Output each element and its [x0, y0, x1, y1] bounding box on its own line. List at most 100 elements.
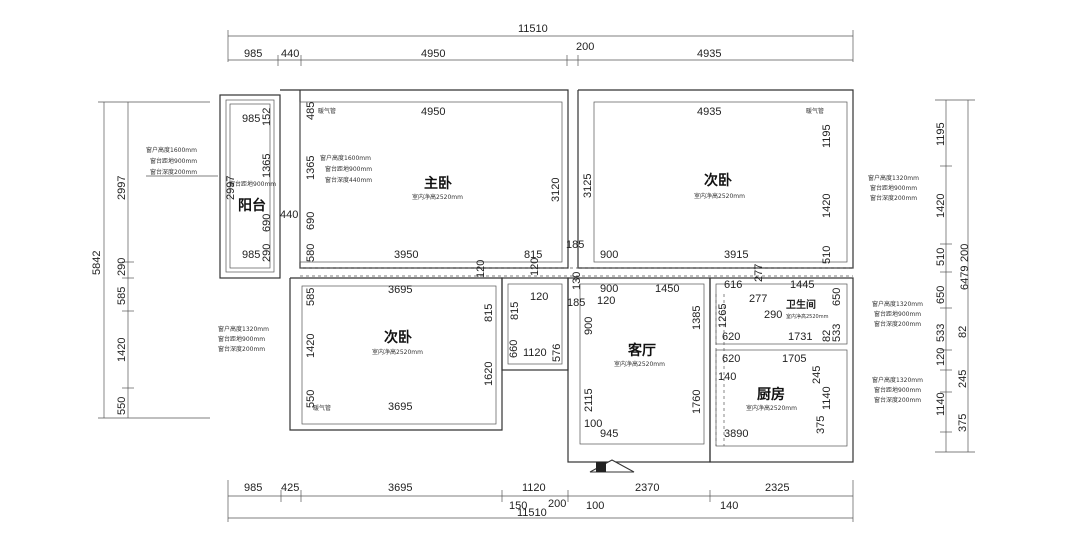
- bed3-left-b: 1420: [305, 334, 317, 358]
- master-top-dim: 4950: [421, 106, 445, 118]
- balcony-a: 152: [261, 108, 273, 126]
- left-dim-585: 585: [116, 287, 128, 305]
- balcony-note-2: 窗台距地900mm: [150, 157, 197, 165]
- bottom-dim-985: 985: [244, 482, 262, 494]
- kitchen-140: 140: [718, 371, 736, 383]
- kitchen-note-2: 窗台距地900mm: [874, 386, 921, 394]
- kitchen-1140: 1140: [821, 386, 833, 410]
- bed2-left-dim: 3125: [582, 174, 594, 198]
- top-dim-440: 440: [281, 48, 299, 60]
- master-bottom-dim: 3950: [394, 249, 418, 261]
- room-bathroom: 卫生间: [786, 298, 816, 311]
- bed3-note-3: 窗台深度200mm: [218, 345, 265, 353]
- bottom-dim-425: 425: [281, 482, 299, 494]
- bed2-right-a: 1195: [821, 124, 833, 148]
- balcony-side-dim: 2997: [225, 176, 237, 200]
- right-overall-dim: 6479: [959, 266, 971, 290]
- bath-82: 82: [821, 330, 833, 342]
- heating-pipe-1: 暖气管: [318, 107, 336, 115]
- hall-1120: 1120: [523, 347, 547, 359]
- bottom-dim-3695: 3695: [388, 482, 412, 494]
- bottom-dim-200: 200: [548, 498, 566, 510]
- top-dimensions: 11510 200 985 440 4950 4935: [227, 23, 854, 66]
- bath-650: 650: [831, 288, 843, 306]
- room-second-bedroom-right: 次卧: [704, 172, 732, 189]
- interior-dimensions: 4950 3950 3120 485 1365 690 580 985 985 …: [225, 102, 843, 440]
- kitchen-1705: 1705: [782, 353, 806, 365]
- hall-185b: 185: [567, 297, 585, 309]
- hall-185a: 185: [566, 239, 584, 251]
- right-dim-120: 120: [935, 348, 947, 366]
- master-left-d: 580: [305, 244, 317, 262]
- room-kitchen: 厨房: [757, 386, 785, 403]
- bottom-dim-2370: 2370: [635, 482, 659, 494]
- living-1450: 1450: [655, 283, 679, 295]
- bed3-height: 室内净高2520mm: [372, 348, 423, 356]
- living-100: 100: [584, 418, 602, 430]
- master-note-3: 窗台深度440mm: [325, 176, 372, 184]
- left-dim-2997: 2997: [116, 176, 128, 200]
- bed2-bottom-dim: 3915: [724, 249, 748, 261]
- heating-pipe-2: 暖气管: [806, 107, 824, 115]
- bath-1731: 1731: [788, 331, 812, 343]
- hall-660: 660: [508, 340, 520, 358]
- living-945: 945: [600, 428, 618, 440]
- bottom-dim-140: 140: [720, 500, 738, 512]
- living-900b: 900: [583, 317, 595, 335]
- bed2-note-2: 窗台距地900mm: [870, 184, 917, 192]
- walls: [219, 89, 854, 473]
- bath-note-3: 窗台深度200mm: [874, 320, 921, 328]
- master-note-2: 窗台距地900mm: [325, 165, 372, 173]
- kitchen-3890: 3890: [724, 428, 748, 440]
- bed3-right-a: 815: [483, 304, 495, 322]
- heating-pipe-3: 暖气管: [313, 404, 331, 412]
- balcony-note-3: 窗台深度200mm: [150, 168, 197, 176]
- kitchen-note-3: 窗台深度200mm: [874, 396, 921, 404]
- bath-277a: 277: [753, 264, 765, 282]
- right-dim-245: 245: [957, 370, 969, 388]
- balcony-gap-dim: 440: [280, 209, 298, 221]
- kitchen-note-1: 窗户高度1320mm: [872, 376, 923, 384]
- bath-1445: 1445: [790, 279, 814, 291]
- top-dim-4935: 4935: [697, 48, 721, 60]
- right-dim-510: 510: [935, 248, 947, 266]
- room-balcony: 阳台: [238, 197, 266, 214]
- hall-120b: 120: [529, 258, 541, 276]
- left-dimensions: 5842 2997 290 585 1420 550: [91, 101, 210, 419]
- hall-900: 900: [600, 249, 618, 261]
- bath-note-2: 窗台距地900mm: [874, 310, 921, 318]
- living-900a: 900: [600, 283, 618, 295]
- bottom-overall-dim: 11510: [517, 507, 547, 519]
- right-dim-375: 375: [957, 414, 969, 432]
- bed2-right-b: 1420: [821, 194, 833, 218]
- right-dim-1195: 1195: [935, 122, 947, 146]
- room-second-bedroom-left: 次卧: [384, 329, 412, 346]
- bath-1265: 1265: [717, 304, 729, 328]
- living-1760: 1760: [691, 390, 703, 414]
- bed3-bottom-dim: 3695: [388, 401, 412, 413]
- balcony-b: 1365: [261, 154, 273, 178]
- room-living: 客厅: [627, 342, 656, 359]
- bed3-note-1: 窗户高度1320mm: [218, 325, 269, 333]
- hall-815: 815: [524, 249, 542, 261]
- kitchen-height: 室内净高2520mm: [746, 404, 797, 412]
- bath-616: 616: [724, 279, 742, 291]
- right-dim-82: 82: [957, 326, 969, 338]
- right-dim-650: 650: [935, 286, 947, 304]
- hall-120c: 120: [530, 291, 548, 303]
- hall-815b: 815: [509, 302, 521, 320]
- right-dim-1140: 1140: [935, 392, 947, 416]
- living-height: 室内净高2520mm: [614, 360, 665, 368]
- bath-277b: 277: [749, 293, 767, 305]
- right-dimensions: 1195 1420 510 650 82 533 120 245 1140 37…: [935, 99, 975, 453]
- balcony-top-dim: 985: [242, 113, 260, 125]
- bottom-dim-150: 150: [509, 500, 527, 512]
- balcony-bottom-dim: 985: [242, 249, 260, 261]
- bed2-note-1: 窗户高度1320mm: [868, 174, 919, 182]
- left-dim-290: 290: [116, 258, 128, 276]
- living-1385: 1385: [691, 306, 703, 330]
- living-120: 120: [597, 295, 615, 307]
- master-left-c: 690: [305, 212, 317, 230]
- top-overall-dim: 11510: [518, 23, 548, 35]
